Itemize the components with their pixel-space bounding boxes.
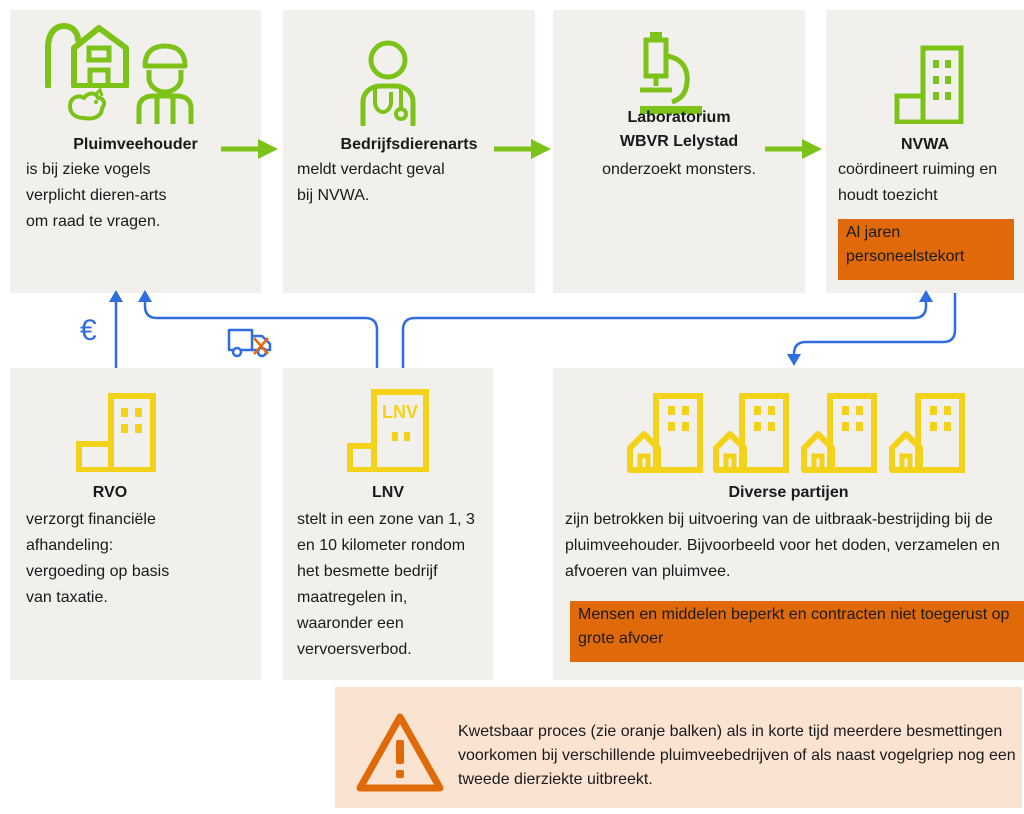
building-icon	[889, 393, 965, 473]
euro-icon: €	[80, 314, 97, 347]
building-icon	[76, 393, 156, 472]
farmer-icon	[136, 43, 194, 124]
lnv-desc: stelt in een zone van 1, 3 en 10 kilomet…	[297, 511, 475, 658]
nvwa-title: NVWA	[901, 136, 949, 153]
lnv-logo-text: LNV	[382, 402, 418, 422]
diverse-warning-bar: Mensen en middelen beperkt en contracten…	[570, 601, 1024, 662]
box-bedrijfsdierenarts	[283, 10, 535, 293]
pluimveehouder-title: Pluimveehouder	[73, 136, 198, 153]
laboratorium-title-line1: Laboratorium	[627, 109, 731, 126]
warning-triangle-icon	[356, 713, 444, 792]
barn-icon	[45, 23, 129, 88]
warning-note-text: Kwetsbaar proces (zie oranje balken) als…	[458, 723, 1016, 788]
chicken-icon	[68, 88, 107, 121]
laboratorium-desc: onderzoekt monsters.	[602, 161, 756, 178]
box-rvo	[10, 368, 261, 680]
box-laboratorium	[553, 10, 805, 293]
box-pluimveehouder	[10, 10, 261, 293]
rvo-desc: verzorgt financiële afhandeling: vergoed…	[26, 511, 170, 606]
building-icon	[801, 393, 877, 473]
building-icon	[627, 393, 703, 473]
truck-crossed-icon	[227, 328, 272, 358]
veterinarian-icon	[360, 40, 416, 126]
pluimveehouder-desc: is bij zieke vogels verplicht dieren-art…	[26, 161, 167, 230]
nvwa-desc: coördineert ruiming en houdt toezicht	[838, 161, 998, 204]
building-icon	[894, 45, 964, 124]
box-lnv	[283, 368, 493, 680]
bedrijfsdierenarts-title: Bedrijfsdierenarts	[340, 136, 478, 153]
lnv-title: LNV	[372, 484, 404, 501]
rvo-title: RVO	[92, 484, 128, 501]
building-icon	[713, 393, 789, 473]
warning-note-box	[335, 687, 1022, 808]
microscope-icon	[640, 32, 702, 114]
bedrijfsdierenarts-desc: meldt verdacht geval bij NVWA.	[297, 161, 445, 204]
laboratorium-title-line2: WBVR Lelystad	[619, 133, 739, 150]
building-icon: LNV	[347, 389, 429, 472]
diverse-desc: zijn betrokken bij uitvoering van de uit…	[565, 511, 1000, 580]
diverse-title: Diverse partijen	[728, 484, 849, 501]
nvwa-warning-bar: Al jaren personeelstekort	[838, 219, 1014, 280]
